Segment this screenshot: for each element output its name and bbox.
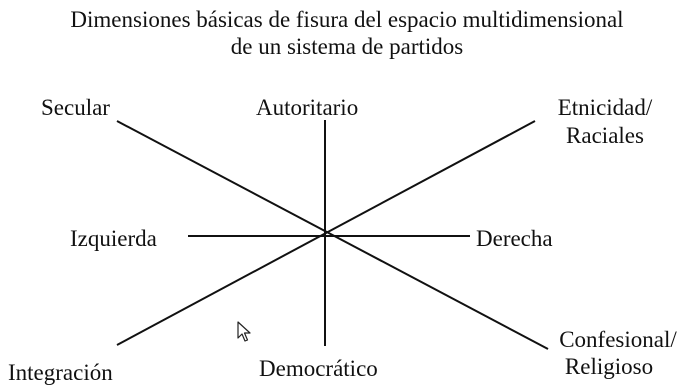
label-confesional-line-2: Religioso <box>564 354 654 379</box>
label-izquierda: Izquierda <box>70 226 157 251</box>
label-etnicidad-line-2: Raciales <box>566 123 644 148</box>
label-secular: Secular <box>41 95 110 120</box>
diagram-title-line-1: Dimensiones básicas de fisura del espaci… <box>70 7 624 32</box>
label-derecha: Derecha <box>476 226 553 251</box>
diagram-title-line-2: de un sistema de partidos <box>230 34 464 59</box>
label-integracion: Integración <box>8 360 113 385</box>
axis-integracion-etnicidad <box>116 120 536 346</box>
label-confesional-line-1: Confesional/ <box>559 327 677 352</box>
label-autoritario: Autoritario <box>256 95 359 120</box>
axis-secular-confesional <box>116 120 549 350</box>
mouse-pointer-icon <box>237 321 251 342</box>
label-democratico: Democrático <box>259 356 378 381</box>
label-etnicidad-line-1: Etnicidad/ <box>557 95 653 120</box>
